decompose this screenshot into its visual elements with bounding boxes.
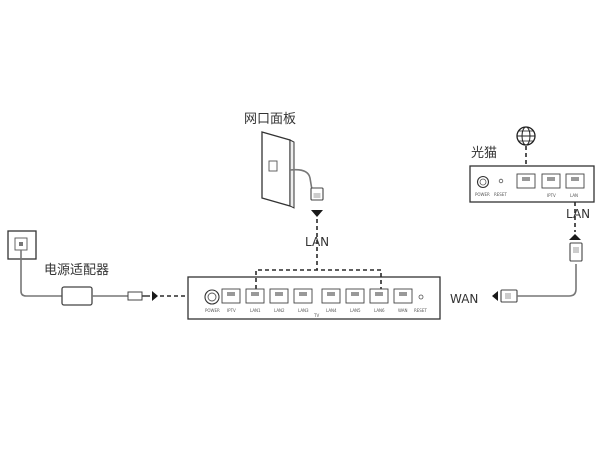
globe-icon bbox=[516, 126, 536, 146]
svg-text:LAN6: LAN6 bbox=[374, 308, 385, 313]
svg-text:RESET: RESET bbox=[494, 192, 507, 197]
svg-text:LAN4: LAN4 bbox=[326, 308, 337, 313]
router-port-group-label: TV bbox=[313, 313, 319, 318]
arrow-icon bbox=[311, 210, 323, 217]
modem-reset-hole bbox=[498, 178, 504, 184]
power-cable bbox=[20, 250, 62, 297]
modem-port-iptv: IPTV bbox=[541, 173, 561, 198]
modem-label: 光猫 bbox=[471, 146, 497, 161]
arrow-icon bbox=[492, 291, 498, 301]
wall-panel-cable bbox=[289, 168, 313, 191]
svg-text:LAN: LAN bbox=[570, 193, 578, 198]
router-port-lan1: LAN1 bbox=[245, 288, 265, 313]
router-port-lan3: LAN3 bbox=[293, 288, 313, 313]
wall-power-outlet bbox=[7, 230, 37, 260]
lan-modem-label: LAN bbox=[566, 207, 590, 221]
lan-top-label: LAN bbox=[305, 235, 329, 249]
svg-text:POWER: POWER bbox=[205, 308, 220, 313]
router-port-lan4: LAN4 bbox=[321, 288, 341, 313]
modem-port-lan: LAN bbox=[565, 173, 585, 198]
router-port-iptv: IPTV bbox=[221, 288, 241, 313]
router-reset-hole bbox=[418, 294, 424, 300]
router: POWER IPTV LAN1 LAN2 LAN3 LAN4 bbox=[187, 269, 441, 320]
svg-text:IPTV: IPTV bbox=[227, 308, 236, 313]
router-port-lan5: LAN5 bbox=[345, 288, 365, 313]
router-port-lan2: LAN2 bbox=[269, 288, 289, 313]
power-adapter bbox=[61, 286, 150, 306]
router-port-wan: WAN bbox=[393, 288, 413, 313]
svg-text:LAN1: LAN1 bbox=[250, 308, 261, 313]
svg-text:IPTV: IPTV bbox=[547, 193, 556, 198]
optical-modem: POWER RESET IPTV LAN bbox=[469, 165, 595, 203]
wan-plug bbox=[500, 289, 518, 303]
wan-label: WAN bbox=[450, 292, 478, 306]
modem-port-fiber bbox=[516, 173, 536, 189]
power-adapter-label: 电源适配器 bbox=[44, 263, 109, 278]
svg-text:RESET: RESET bbox=[414, 308, 427, 313]
wall-panel-label: 网口面板 bbox=[244, 112, 296, 127]
wan-cable bbox=[517, 264, 577, 297]
svg-text:LAN2: LAN2 bbox=[274, 308, 285, 313]
wall-network-panel bbox=[261, 131, 295, 209]
router-port-lan6: LAN6 bbox=[369, 288, 389, 313]
arrow-icon bbox=[152, 291, 158, 301]
wall-panel-plug bbox=[310, 187, 324, 201]
svg-text:POWER: POWER bbox=[475, 192, 490, 197]
svg-text:LAN5: LAN5 bbox=[350, 308, 361, 313]
lan-port-bracket bbox=[255, 269, 382, 289]
svg-text:WAN: WAN bbox=[398, 308, 407, 313]
modem-lan-plug bbox=[569, 242, 583, 262]
arrow-icon bbox=[569, 234, 581, 240]
svg-text:LAN3: LAN3 bbox=[298, 308, 309, 313]
